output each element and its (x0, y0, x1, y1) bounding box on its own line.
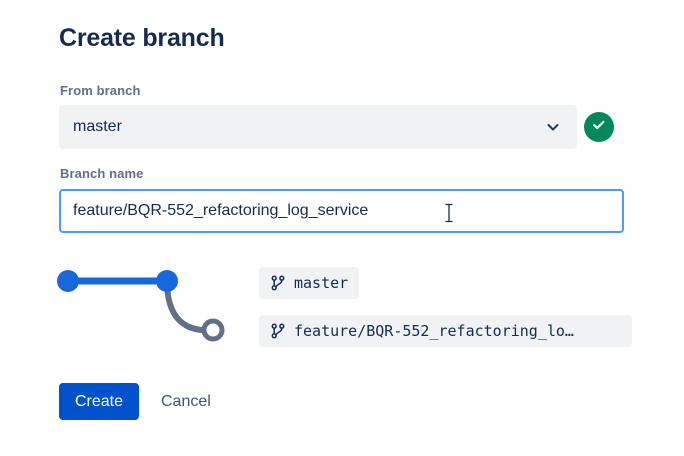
branch-pill-label: feature/BQR-552_refactoring_lo… (294, 322, 574, 340)
branch-name-label: Branch name (60, 166, 144, 181)
branch-pill-master: master (259, 267, 360, 299)
git-branch-icon (270, 323, 286, 339)
from-branch-row: master (59, 105, 632, 149)
create-button[interactable]: Create (59, 383, 140, 420)
check-circle-icon (590, 116, 608, 139)
branch-pill-feature: feature/BQR-552_refactoring_lo… (259, 315, 632, 347)
from-branch-select[interactable]: master (59, 105, 577, 149)
git-branch-icon (270, 275, 286, 291)
from-branch-label: From branch (60, 83, 141, 98)
branch-graph (52, 262, 232, 352)
branch-name-input[interactable] (59, 189, 624, 233)
page-title: Create branch (59, 24, 225, 52)
from-branch-value: master (73, 118, 122, 135)
branch-pill-label: master (294, 274, 349, 292)
branch-valid-status-badge (584, 112, 614, 142)
cancel-button[interactable]: Cancel (155, 383, 217, 420)
chevron-down-icon[interactable] (544, 118, 562, 136)
